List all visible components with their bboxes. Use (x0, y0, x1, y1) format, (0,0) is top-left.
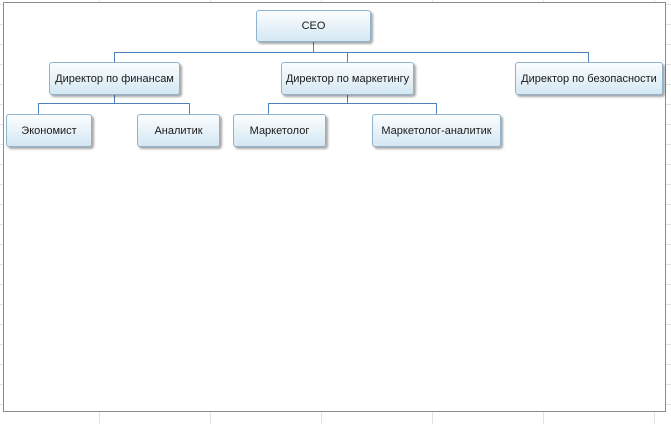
ceo-box[interactable]: CEO (256, 10, 371, 42)
analyst-box[interactable]: Аналитик (137, 114, 220, 147)
security-director-box[interactable]: Директор по безопасности (515, 62, 663, 95)
finance-director-box[interactable]: Директор по финансам (49, 62, 180, 95)
marketing-director-box[interactable]: Директор по маркетингу (281, 62, 414, 95)
economist-box[interactable]: Экономист (6, 114, 92, 147)
marketing-analyst-box[interactable]: Маркетолог-аналитик (372, 114, 501, 147)
marketer-box[interactable]: Маркетолог (233, 114, 326, 147)
